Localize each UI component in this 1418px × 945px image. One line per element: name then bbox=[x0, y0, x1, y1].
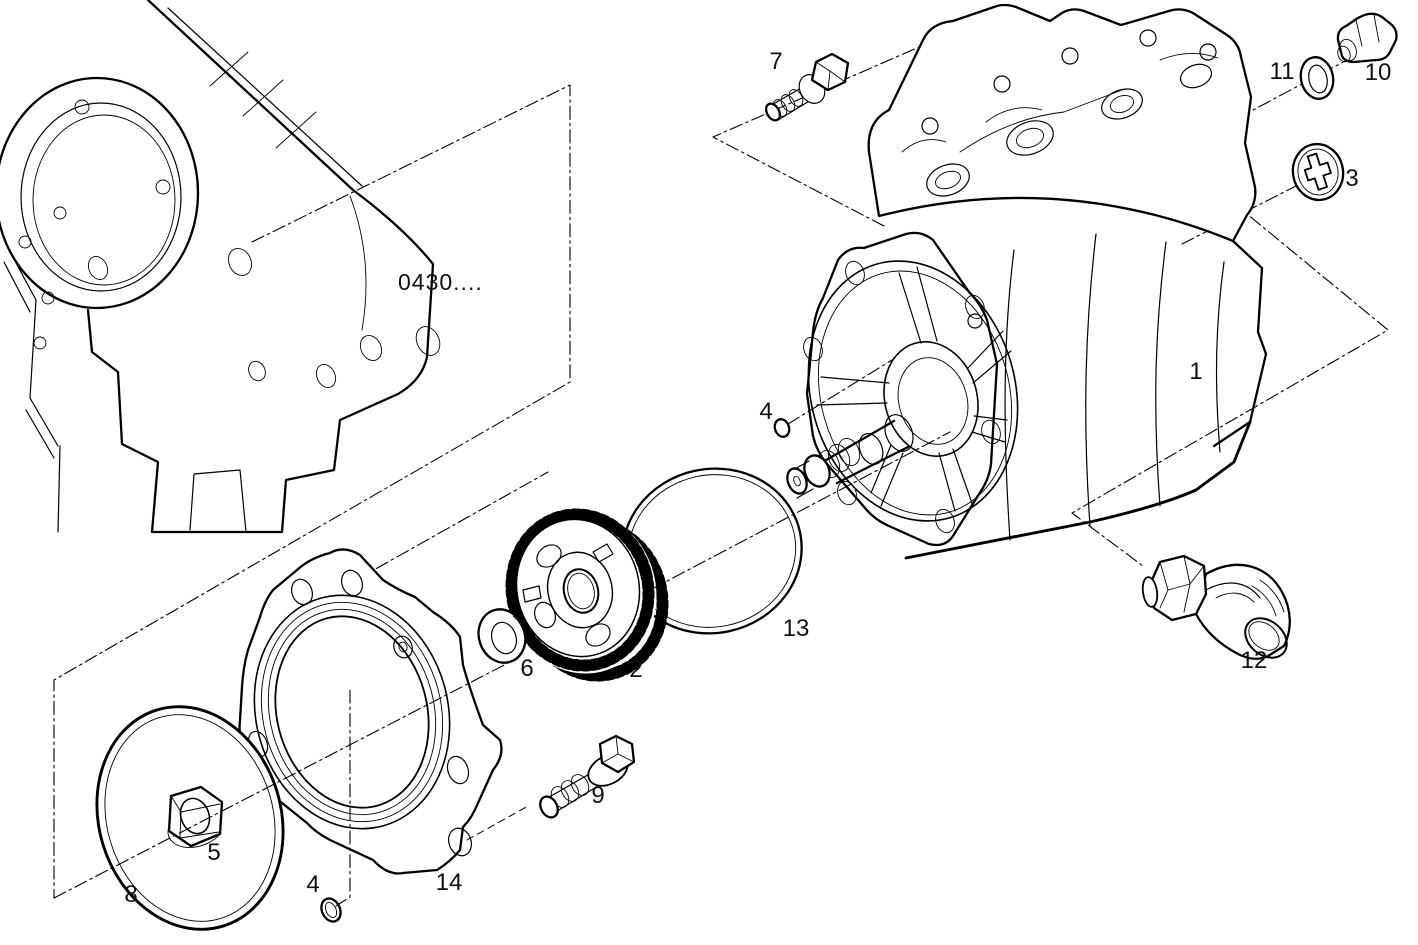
sealing-disc-3 bbox=[1291, 142, 1345, 202]
callout-7: 7 bbox=[769, 48, 783, 75]
callout-5: 5 bbox=[207, 839, 221, 866]
reference-code: 0430.... bbox=[398, 269, 483, 295]
callout-3: 3 bbox=[1345, 165, 1359, 192]
engine-block-drawing bbox=[0, 0, 441, 534]
elbow-phantom bbox=[1071, 171, 1389, 567]
callout-4-top: 4 bbox=[759, 398, 773, 425]
assembly-axis bbox=[53, 431, 951, 899]
oring4-top-leader bbox=[787, 359, 893, 425]
cover-plate-14 bbox=[238, 548, 503, 875]
callout-1: 1 bbox=[1189, 358, 1203, 385]
cover-mount-leader bbox=[355, 471, 549, 581]
callout-8: 8 bbox=[124, 881, 138, 908]
callout-11: 11 bbox=[1269, 58, 1295, 85]
callout-4-bottom: 4 bbox=[306, 871, 320, 898]
washer-11 bbox=[1299, 56, 1335, 100]
callout-10: 10 bbox=[1364, 59, 1392, 86]
bolt9-leader bbox=[466, 805, 529, 841]
callout-12: 12 bbox=[1240, 647, 1268, 674]
bolt7-phantom bbox=[712, 12, 998, 227]
callout-13: 13 bbox=[782, 615, 810, 642]
engine-box-phantom bbox=[53, 84, 571, 899]
bolt-9 bbox=[539, 734, 636, 819]
elbow-fitting-12 bbox=[1141, 554, 1291, 660]
compressor-assembly bbox=[786, 3, 1268, 560]
o-ring-4-bottom bbox=[320, 897, 342, 923]
washer-6 bbox=[477, 608, 527, 664]
plug-washer-leader bbox=[1237, 51, 1363, 119]
callout-2: 2 bbox=[629, 656, 643, 683]
bolt-7 bbox=[764, 52, 850, 122]
o-ring-4-top bbox=[773, 418, 791, 438]
callout-6: 6 bbox=[520, 655, 534, 682]
phantom-axis-lines bbox=[53, 359, 951, 907]
oring4-bottom-leader bbox=[335, 689, 351, 907]
callout-14: 14 bbox=[435, 869, 463, 896]
gear-2 bbox=[505, 508, 669, 682]
callout-9: 9 bbox=[591, 782, 605, 809]
plug-10 bbox=[1336, 12, 1398, 64]
